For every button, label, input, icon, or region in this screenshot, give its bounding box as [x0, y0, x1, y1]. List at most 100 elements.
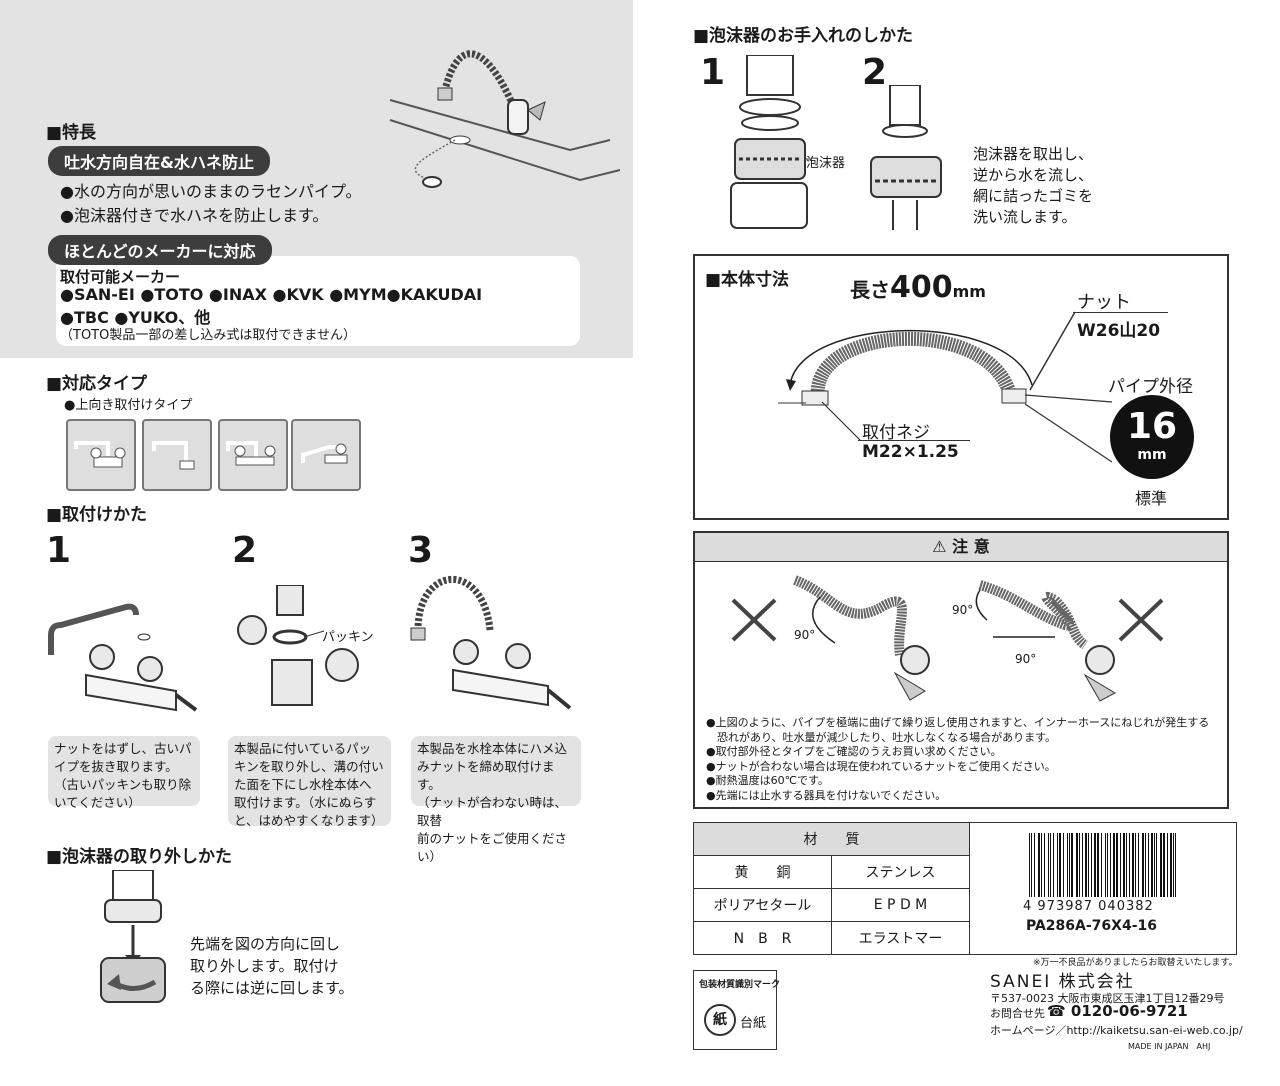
install-step-3-line-2: みナットを締め取付けます。: [417, 759, 555, 792]
removal-line-3: る際には逆に回します。: [190, 979, 354, 997]
install-step-3-line-4: 前のナットをご使用ください）: [417, 831, 568, 864]
install-step-1-line-4: いてください）: [54, 795, 141, 810]
care-step-2-number: 2: [862, 52, 888, 93]
product-code: PA286A-76X4-16: [1026, 918, 1157, 934]
barcode-bar: [1134, 833, 1137, 897]
caution-item-4: ●耐熱温度は60℃です。: [706, 774, 829, 787]
install-step-3-note: 本製品を水栓本体にハメ込 みナットを締め取付けます。 （ナットが合わない時は、取…: [411, 736, 581, 864]
barcode-bar: [1151, 833, 1153, 897]
barcode-bar: [1034, 833, 1035, 897]
care-line-1: 泡沫器を取出し、: [973, 145, 1094, 163]
aerator-label: 泡沫器: [806, 156, 846, 171]
barcode-bar: [1153, 833, 1155, 897]
pipe-diameter-badge: 16 mm: [1110, 395, 1194, 479]
makers-title: 取付可能メーカー: [60, 268, 181, 286]
removal-heading: ■泡沫器の取り外しかた: [46, 847, 233, 867]
material-cell: E P D M: [831, 888, 970, 922]
removal-text: 先端を図の方向に回し 取り外します。取付け る際には逆に回します。: [190, 933, 354, 999]
barcode-bar: [1160, 833, 1162, 897]
thread-label: 取付ネジ: [862, 423, 930, 443]
company-name: SANEI 株式会社: [990, 972, 1135, 992]
caution-header: ⚠ 注 意: [695, 533, 1227, 562]
barcode-bar: [1097, 833, 1099, 897]
made-in-japan: MADE IN JAPAN AHJ: [1128, 1042, 1211, 1051]
barcode-bar: [1162, 833, 1165, 897]
length-value: 400: [890, 270, 953, 305]
caution-item-2: ●取付部外径とタイプをご確認のうえお買い求めください。: [706, 745, 1002, 758]
faucet-sink-illustration: [389, 50, 621, 188]
care-line-3: 網に詰ったゴミを: [973, 187, 1094, 205]
contact-label: お問合せ先: [990, 1007, 1045, 1020]
install-step-2-note: 本製品に付いているパッ キンを取り外し、溝の付い た面を下にし水栓本体へ 取付け…: [228, 736, 391, 828]
makers-box: [56, 256, 580, 346]
makers-line-2: ●TBC ●YUKO、他: [60, 308, 211, 327]
barcode-bar: [1085, 833, 1087, 897]
pipe-dimension-diagram: [778, 329, 1033, 406]
barcode-bar: [1170, 833, 1172, 897]
barcode-cell: [969, 822, 1237, 955]
type-box-3: [218, 419, 288, 491]
barcode-bar: [1109, 833, 1111, 897]
company-address: 〒537-0023 大阪市東成区玉津1丁目12番29号: [990, 992, 1225, 1005]
faucet-type-icon-2: [152, 441, 195, 470]
caution-title: 注 意: [952, 537, 990, 556]
pipe-leader-lines: [1024, 394, 1113, 463]
care-step-2-illustration: [870, 85, 942, 230]
barcode-bar: [1040, 833, 1042, 897]
barcode-bar: [1105, 833, 1106, 897]
care-heading: ■泡沫器のお手入れのしかた: [693, 26, 914, 46]
barcode-bar: [1029, 833, 1031, 897]
barcode-bar: [1106, 833, 1108, 897]
replacement-notice: ※万一不良品がありましたらお取替えいたします。: [1033, 958, 1238, 968]
dimensions-heading: ■本体寸法: [705, 270, 790, 290]
makers-line-1: ●SAN-EI ●TOTO ●INAX ●KVK ●MYM●KAKUDAI: [60, 285, 483, 304]
install-step-3-number: 3: [408, 530, 434, 571]
nut-label: ナット: [1077, 292, 1131, 313]
nut-leader-line: [1029, 311, 1076, 391]
barcode-bar: [1062, 833, 1065, 897]
length-unit: mm: [952, 282, 986, 301]
care-line-2: 逆から水を流し、: [973, 166, 1094, 184]
barcode-bar: [1043, 833, 1046, 897]
materials-table: 材 質 黄 銅 ステンレス ポリアセタール E P D M N B R エラスト…: [693, 822, 1237, 955]
feature-pill-direction: 吐水方向自在&水ハネ防止: [48, 146, 270, 176]
thread-underline: [858, 440, 970, 441]
care-line-4: 洗い流します。: [973, 208, 1077, 226]
caution-item-1: ●上図のように、パイプを極端に曲げて繰り返し使用されますと、インナーホースにねじ…: [706, 716, 1210, 729]
barcode: [1029, 833, 1179, 897]
barcode-bar: [1144, 833, 1146, 897]
barcode-bar: [1037, 833, 1040, 897]
length-label: 長さ400mm: [850, 270, 986, 305]
packaging-mark-title: 包装材質識別マーク: [699, 980, 781, 990]
barcode-bar: [1050, 833, 1052, 897]
materials-header: 材 質: [693, 822, 970, 856]
types-heading: ■対応タイプ: [46, 374, 148, 394]
install-step-3-line-1: 本製品を水栓本体にハメ込: [417, 741, 568, 756]
install-step-2-line-3: た面を下にし水栓本体へ: [234, 777, 372, 792]
barcode-bar: [1031, 833, 1033, 897]
barcode-digits: 4 973987 040382: [1023, 899, 1154, 914]
barcode-bar: [1087, 833, 1089, 897]
barcode-bar: [1078, 833, 1080, 897]
care-step-1-illustration: [730, 55, 811, 229]
install-step-2-line-2: キンを取り外し、溝の付い: [234, 759, 384, 774]
features-heading: ■特長: [46, 123, 97, 143]
dimensions-box: [693, 254, 1229, 520]
feature-bullet-1: ●水の方向が思いのままのラセンパイプ。: [60, 182, 362, 201]
barcode-bar: [1138, 833, 1139, 897]
care-step-1-number: 1: [700, 52, 726, 93]
install-heading: ■取付けかた: [46, 505, 148, 525]
barcode-bar: [1147, 833, 1149, 897]
makers-note: （TOTO製品一部の差し込み式は取付できません）: [60, 328, 356, 343]
caution-item-3: ●ナットが合わない場合は現在使われているナットをご使用ください。: [706, 759, 1056, 773]
faucet-type-icon-4: [301, 443, 348, 464]
feature-pill-makers: ほとんどのメーカーに対応: [48, 235, 272, 265]
install-step-1-line-3: （古いパッキンも取り除: [54, 777, 192, 792]
install-step-2-line-1: 本製品に付いているパッ: [234, 741, 372, 756]
type-box-1: [66, 419, 136, 491]
caution-box: [693, 531, 1229, 809]
type-box-2: [142, 419, 212, 491]
barcode-bar: [1128, 833, 1130, 897]
material-cell: ポリアセタール: [693, 888, 832, 922]
barcode-bar: [1068, 833, 1070, 897]
